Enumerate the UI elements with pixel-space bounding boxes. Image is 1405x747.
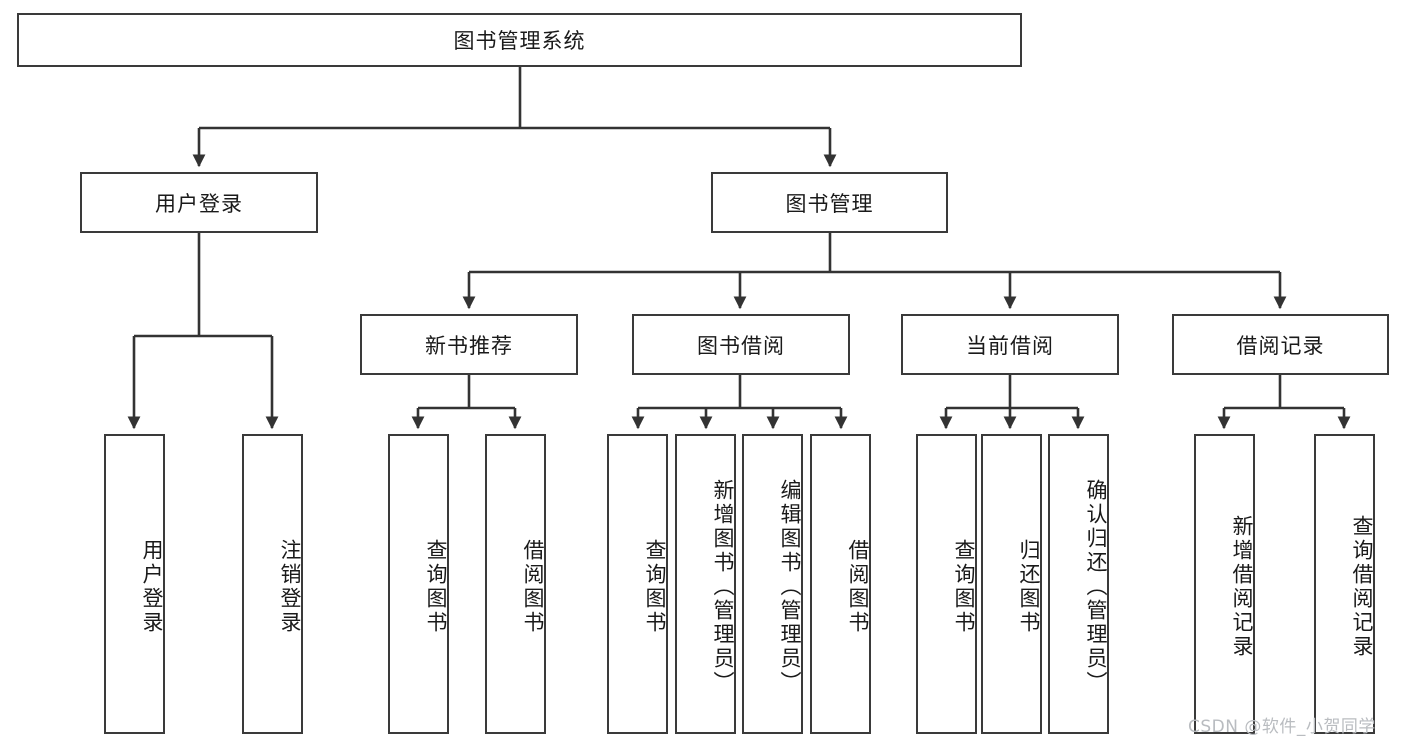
leaf-query-book-current[interactable]: 查询图书 <box>916 434 977 734</box>
leaf-query-borrow-record[interactable]: 查询借阅记录 <box>1314 434 1375 734</box>
leaf-label: 借阅图书 <box>846 539 870 635</box>
leaf-logout-login[interactable]: 注销登录 <box>242 434 303 734</box>
leaf-add-book-admin[interactable]: 新增图书（管理员） <box>675 434 736 734</box>
node-book-management[interactable]: 图书管理 <box>711 172 948 233</box>
node-book-borrow[interactable]: 图书借阅 <box>632 314 850 375</box>
leaf-borrow-book-recommend[interactable]: 借阅图书 <box>485 434 546 734</box>
leaf-label: 编辑图书（管理员） <box>778 479 802 695</box>
leaf-edit-book-admin[interactable]: 编辑图书（管理员） <box>742 434 803 734</box>
leaf-confirm-return-admin[interactable]: 确认归还（管理员） <box>1048 434 1109 734</box>
leaf-return-book[interactable]: 归还图书 <box>981 434 1042 734</box>
leaf-label: 归还图书 <box>1017 539 1041 635</box>
node-current-borrow[interactable]: 当前借阅 <box>901 314 1119 375</box>
node-new-book-recommend[interactable]: 新书推荐 <box>360 314 578 375</box>
watermark-text: CSDN @软件_小贺同学 <box>1188 717 1376 737</box>
node-root-system[interactable]: 图书管理系统 <box>17 13 1022 67</box>
leaf-label: 用户登录 <box>140 539 164 635</box>
node-user-login[interactable]: 用户登录 <box>80 172 318 233</box>
leaf-label: 查询借阅记录 <box>1350 515 1374 659</box>
leaf-query-book-borrow[interactable]: 查询图书 <box>607 434 668 734</box>
node-borrow-record[interactable]: 借阅记录 <box>1172 314 1389 375</box>
leaf-borrow-book[interactable]: 借阅图书 <box>810 434 871 734</box>
leaf-label: 确认归还（管理员） <box>1084 479 1108 695</box>
leaf-label: 新增图书（管理员） <box>711 479 735 695</box>
leaf-user-login[interactable]: 用户登录 <box>104 434 165 734</box>
leaf-label: 借阅图书 <box>521 539 545 635</box>
leaf-label: 查询图书 <box>643 539 667 635</box>
leaf-label: 查询图书 <box>952 539 976 635</box>
leaf-query-book-recommend[interactable]: 查询图书 <box>388 434 449 734</box>
leaf-label: 查询图书 <box>424 539 448 635</box>
leaf-add-borrow-record[interactable]: 新增借阅记录 <box>1194 434 1255 734</box>
leaf-label: 注销登录 <box>278 539 302 635</box>
leaf-label: 新增借阅记录 <box>1230 515 1254 659</box>
